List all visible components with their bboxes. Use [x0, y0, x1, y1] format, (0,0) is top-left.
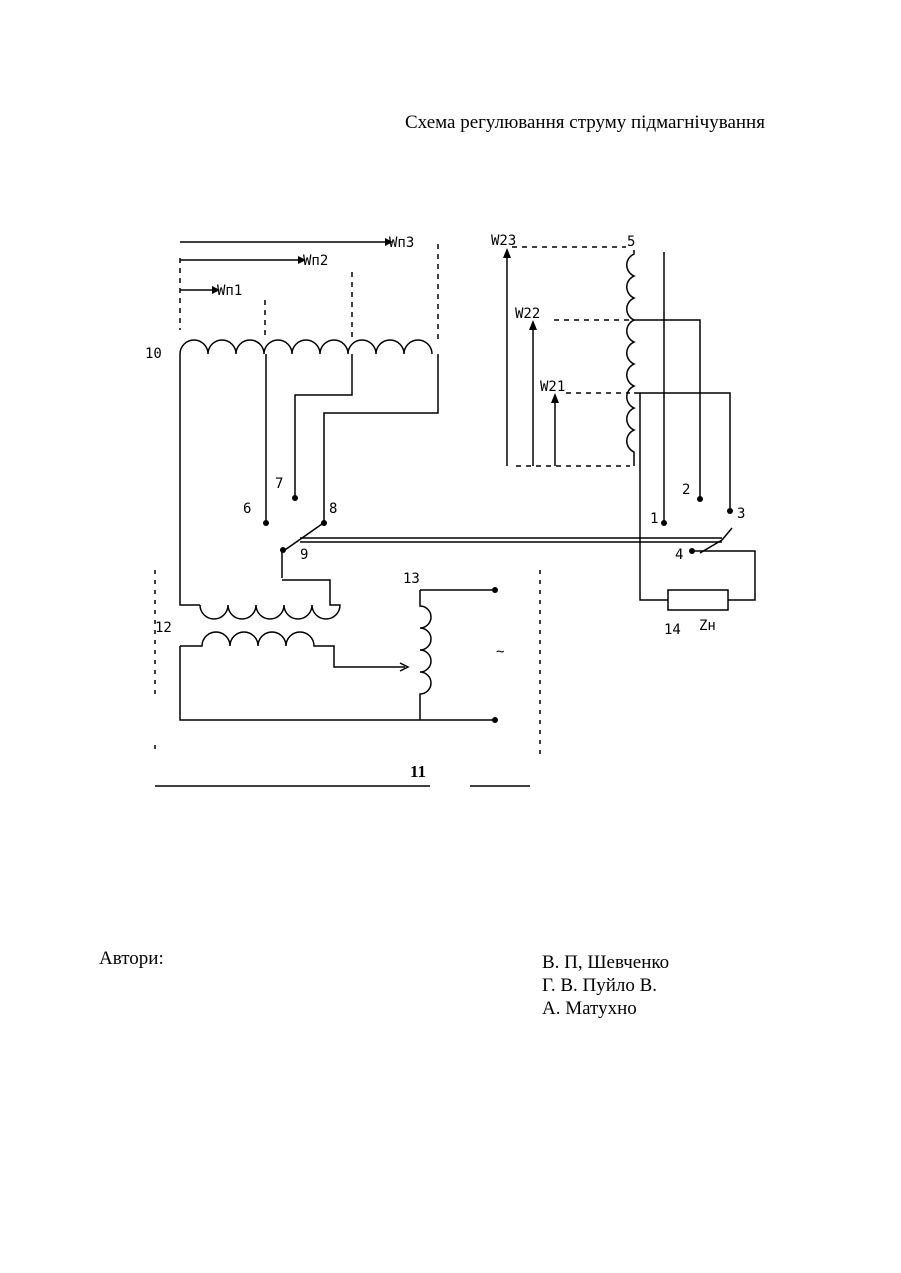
label-2: 2: [682, 482, 690, 498]
label-14: 14: [664, 622, 681, 638]
switch-3: [700, 528, 732, 553]
levels: [512, 247, 630, 466]
winding-5: [627, 250, 634, 466]
label-3: 3: [737, 506, 745, 522]
label-11: 11: [410, 762, 426, 781]
label-w23: W23: [491, 233, 516, 249]
load-zn: [668, 590, 728, 610]
winding-10: [180, 340, 432, 354]
label-7: 7: [275, 476, 283, 492]
authors-label: Автори:: [99, 948, 164, 970]
label-w22: W22: [515, 306, 540, 322]
author-name: А. Матухно: [542, 997, 669, 1020]
author-name: В. П, Шевченко: [542, 951, 669, 974]
terminals: [263, 495, 733, 723]
label-13: 13: [403, 571, 420, 587]
lead-12-bottom: [180, 646, 495, 720]
winding-12-upper: [200, 580, 340, 619]
label-5: 5: [627, 234, 635, 250]
label-10: 10: [145, 346, 162, 362]
label-zn: Zн: [699, 618, 716, 634]
tap-8: [324, 354, 438, 522]
label-ac: ~: [496, 644, 504, 660]
label-wn2: Wп2: [303, 253, 328, 269]
label-wn3: Wп3: [389, 235, 414, 251]
author-name: Г. В. Пуйло В.: [542, 974, 669, 997]
label-8: 8: [329, 501, 337, 517]
label-wn1: Wп1: [217, 283, 242, 299]
frame-11: [155, 570, 540, 755]
label-12: 12: [155, 620, 172, 636]
winding-13: [420, 590, 431, 720]
label-9: 9: [300, 547, 308, 563]
lead-10-12: [180, 354, 200, 605]
label-1: 1: [650, 511, 658, 527]
winding-12-lower: [180, 632, 405, 667]
authors-list: В. П, Шевченко Г. В. Пуйло В. А. Матухно: [542, 951, 669, 1020]
label-4: 4: [675, 547, 683, 563]
tap-w22: [634, 320, 700, 498]
bus-line: [300, 538, 722, 542]
label-w21: W21: [540, 379, 565, 395]
load-circuit: [640, 393, 755, 600]
label-6: 6: [243, 501, 251, 517]
